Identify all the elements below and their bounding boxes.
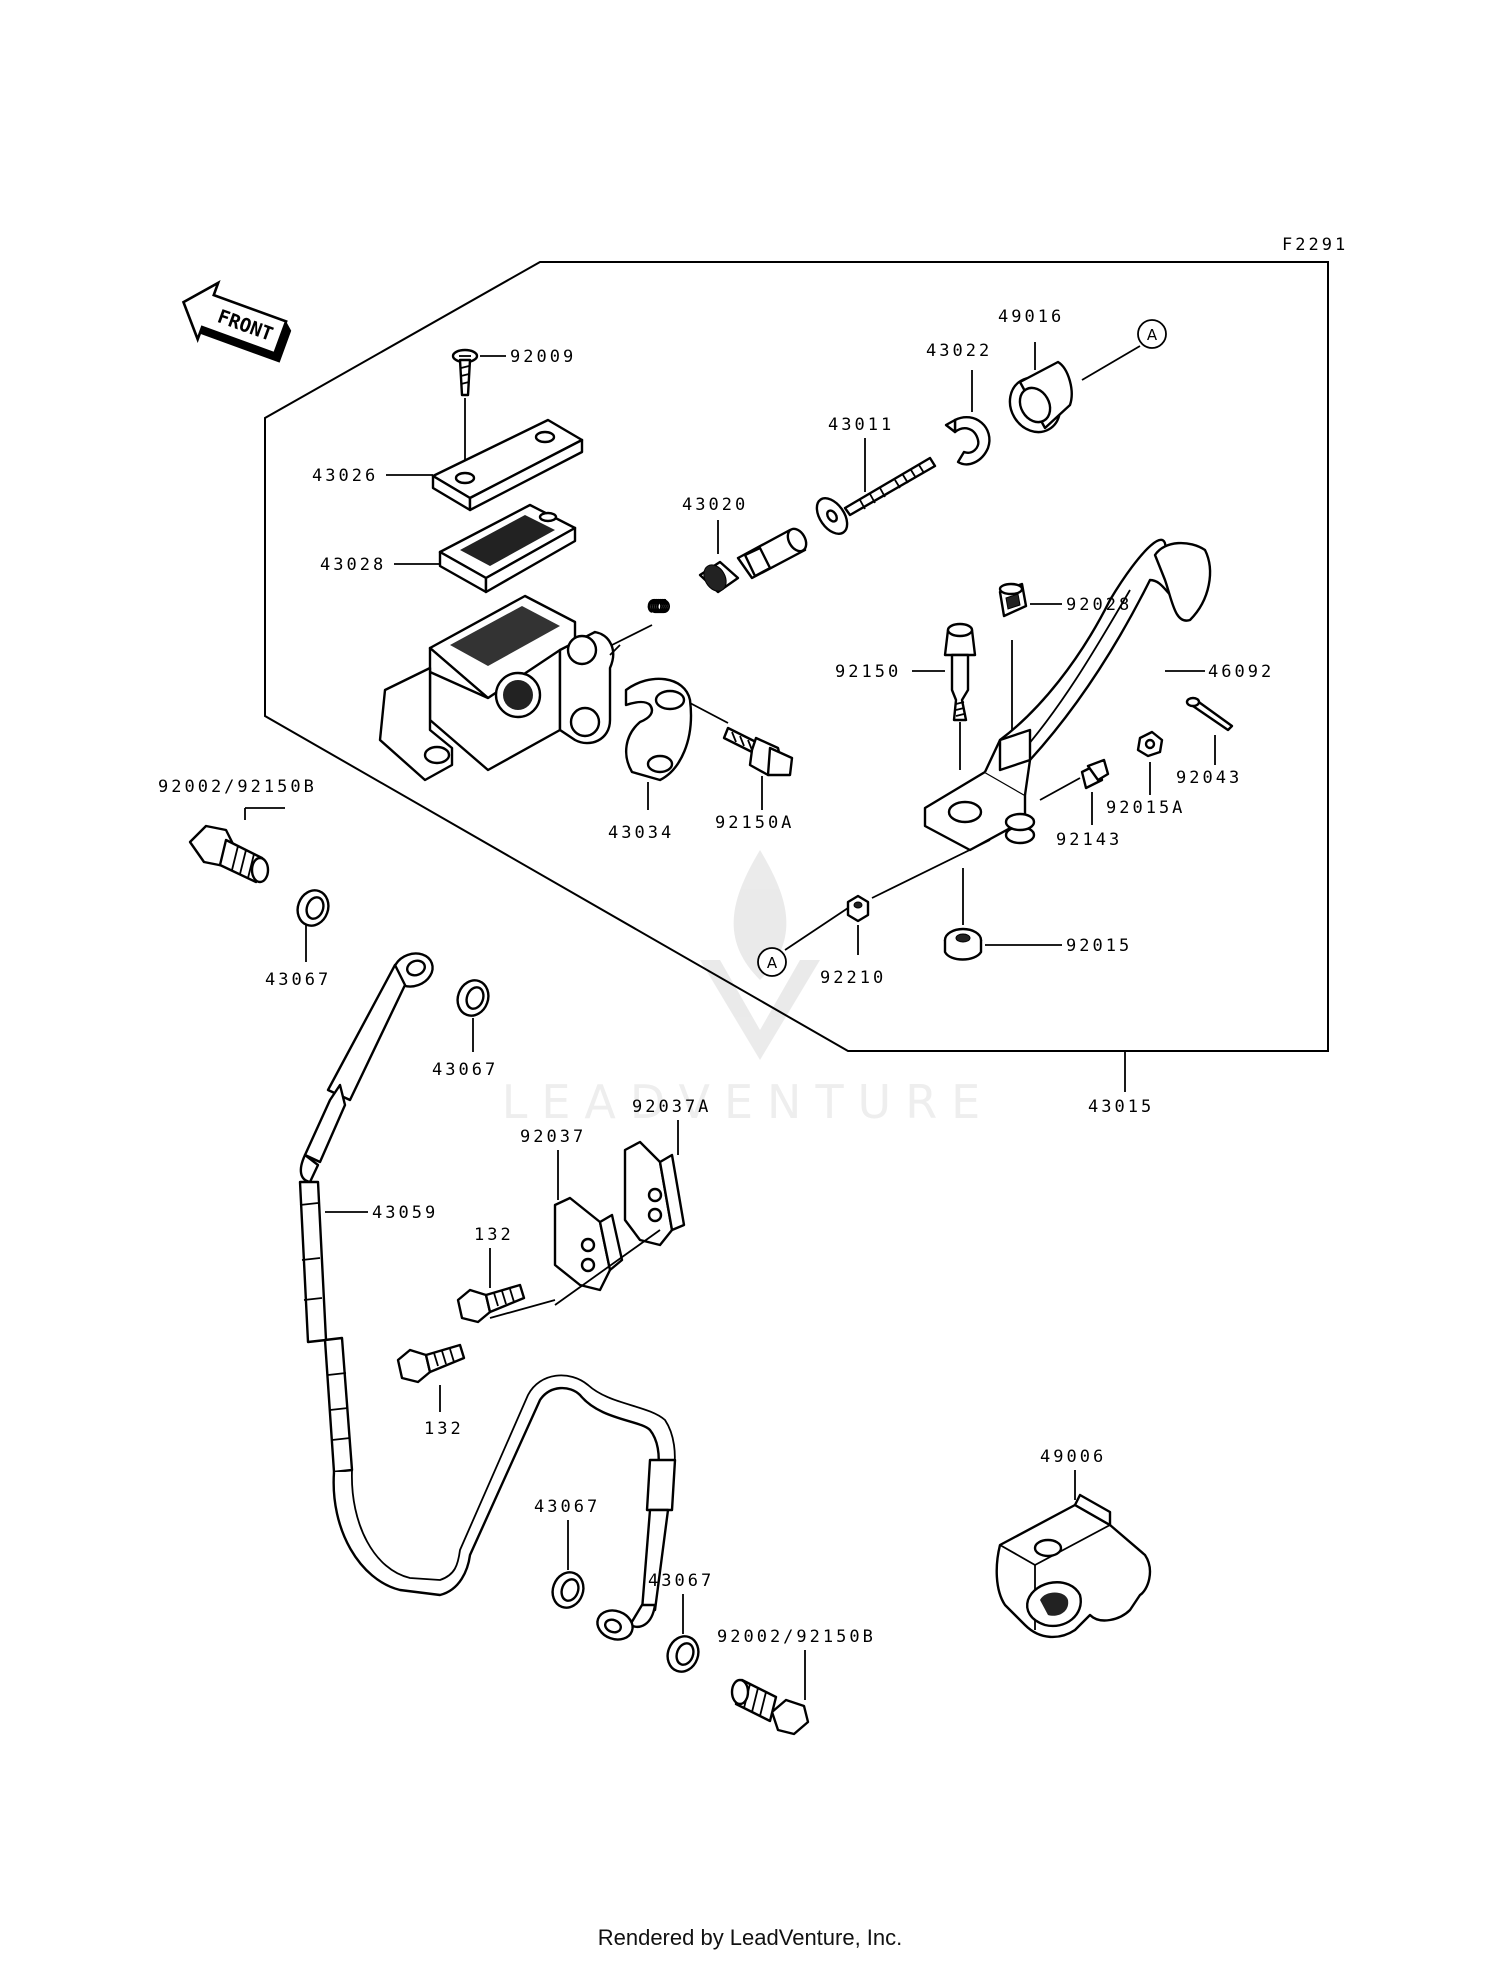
cotter-pin-92043 xyxy=(1185,696,1234,732)
figure-code: F2291 xyxy=(1282,235,1348,255)
label-92150: 92150 xyxy=(835,662,901,682)
bracket-92037 xyxy=(553,1196,624,1292)
label-43067-c: 43067 xyxy=(534,1497,600,1517)
label-92002-92150B-top: 92002/92150B xyxy=(158,777,317,797)
circlip-43022 xyxy=(944,415,991,466)
label-43026: 43026 xyxy=(312,466,378,486)
label-92150A: 92150A xyxy=(715,813,794,833)
bolt-132-b xyxy=(396,1343,466,1384)
label-92043: 92043 xyxy=(1176,768,1242,788)
master-cylinder-body xyxy=(378,594,621,782)
svg-text:A: A xyxy=(1147,326,1158,344)
washer-43067-a xyxy=(296,889,330,927)
bracket-92037A xyxy=(623,1140,686,1247)
washer-43067-c xyxy=(551,1571,585,1609)
label-92028: 92028 xyxy=(1066,595,1132,615)
label-92210: 92210 xyxy=(820,968,886,988)
label-43028: 43028 xyxy=(320,555,386,575)
ref-marker-a-top: A xyxy=(1137,319,1167,349)
bolt-132-a xyxy=(456,1283,526,1324)
watermark-text: LEADVENTURE xyxy=(502,1075,995,1129)
label-92015A: 92015A xyxy=(1106,798,1185,818)
pushrod-43011 xyxy=(815,456,937,535)
banjo-bolt-bottom xyxy=(730,1678,810,1736)
label-43015: 43015 xyxy=(1088,1097,1154,1117)
clamp-43034 xyxy=(624,677,693,782)
label-46092: 46092 xyxy=(1208,662,1274,682)
label-132-b: 132 xyxy=(424,1419,464,1439)
label-43067-a: 43067 xyxy=(265,970,331,990)
washer-43067-b xyxy=(456,979,490,1017)
boot-49016 xyxy=(1008,360,1073,434)
diaphragm-43028 xyxy=(438,503,577,594)
piston-spring-43020 xyxy=(647,527,808,614)
svg-text:A: A xyxy=(767,954,778,972)
banjo-bolt-top xyxy=(188,824,270,884)
pivot-bolt-92150 xyxy=(943,622,977,722)
assembly-frame-43015 xyxy=(264,261,1329,1052)
nut-92015A xyxy=(1136,730,1164,758)
label-92037: 92037 xyxy=(520,1127,586,1147)
label-43020: 43020 xyxy=(682,495,748,515)
label-43022: 43022 xyxy=(926,341,992,361)
nut-92210 xyxy=(846,894,870,923)
label-43034: 43034 xyxy=(608,823,674,843)
label-92002-92150B-bottom: 92002/92150B xyxy=(717,1627,876,1647)
nut-92015 xyxy=(943,927,983,961)
screw-92009 xyxy=(451,348,479,397)
label-43067-d: 43067 xyxy=(648,1571,714,1591)
label-49006: 49006 xyxy=(1040,1447,1106,1467)
washer-43067-d xyxy=(666,1635,700,1673)
reservoir-cap-43026 xyxy=(431,418,584,512)
lever-46092 xyxy=(923,538,1212,852)
cover-49006 xyxy=(995,1493,1152,1639)
label-92037A: 92037A xyxy=(632,1097,711,1117)
label-49016: 49016 xyxy=(998,307,1064,327)
label-43067-b: 43067 xyxy=(432,1060,498,1080)
footer-credit: Rendered by LeadVenture, Inc. xyxy=(597,1925,903,1950)
label-43059: 43059 xyxy=(372,1203,438,1223)
label-92015: 92015 xyxy=(1066,936,1132,956)
label-43011: 43011 xyxy=(828,415,894,435)
pin-92028 xyxy=(998,582,1028,618)
brake-hose-43059 xyxy=(298,952,677,1641)
front-arrow-icon: FRONT xyxy=(181,280,292,363)
ref-marker-a-bottom: A xyxy=(757,947,787,977)
label-92143: 92143 xyxy=(1056,830,1122,850)
bolt-92150A xyxy=(722,726,794,777)
adjuster-92143 xyxy=(1080,758,1110,790)
label-92009: 92009 xyxy=(510,347,576,367)
label-132-a: 132 xyxy=(474,1225,514,1245)
